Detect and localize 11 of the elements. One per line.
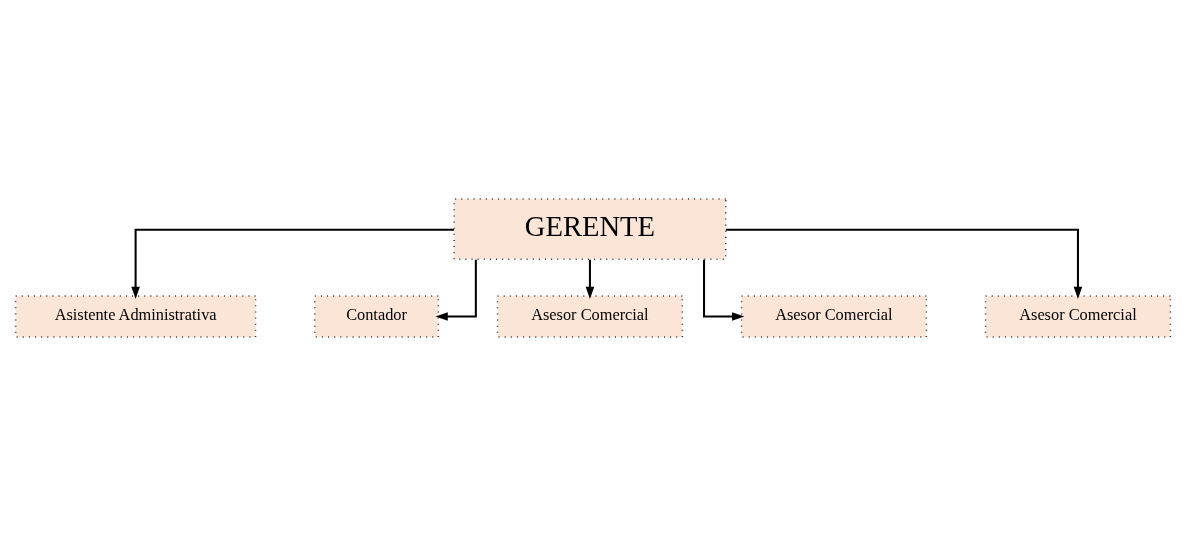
arrow bbox=[725, 228, 1083, 299]
arrow bbox=[435, 259, 477, 321]
arrow bbox=[703, 259, 745, 321]
arrow bbox=[585, 259, 595, 299]
node-box: Contador bbox=[314, 294, 440, 338]
arrow bbox=[131, 228, 454, 299]
node-box: Asesor Comercial bbox=[496, 294, 684, 338]
node-box: Asesor Comercial bbox=[984, 294, 1172, 338]
node-box: GERENTE bbox=[453, 197, 727, 260]
node-box: Asistente Administrativa bbox=[14, 294, 257, 338]
node-box: Asesor Comercial bbox=[740, 294, 928, 338]
